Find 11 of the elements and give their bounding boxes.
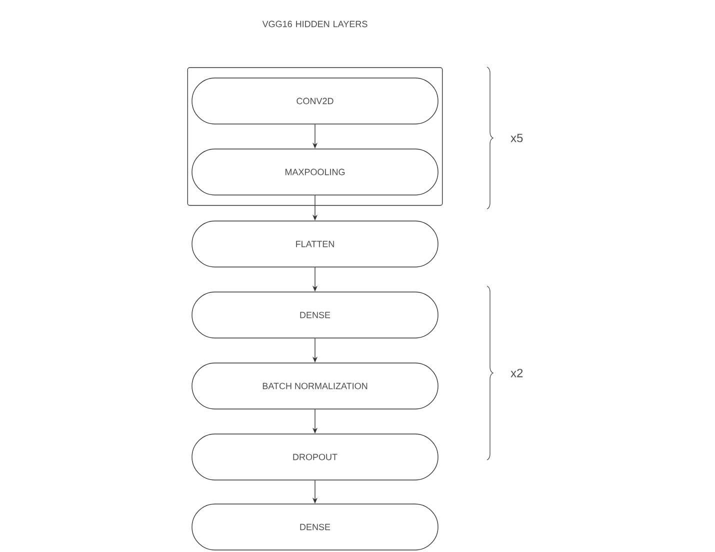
group-box (187, 67, 443, 206)
layer-pill: DENSE (192, 504, 438, 550)
layer-pill: BATCH NORMALIZATION (192, 362, 438, 410)
layer-pill: CONV2D (192, 78, 438, 124)
layer-pill: MAXPOOLING (192, 148, 438, 196)
layer-pill: FLATTEN (192, 220, 438, 268)
title: VGG16 HIDDEN LAYERS (262, 20, 368, 28)
repeat-label: x2 (510, 368, 523, 378)
layer-pill: DENSE (192, 292, 438, 338)
repeat-label: x5 (510, 134, 523, 142)
layer-pill: DROPOUT (192, 434, 438, 480)
